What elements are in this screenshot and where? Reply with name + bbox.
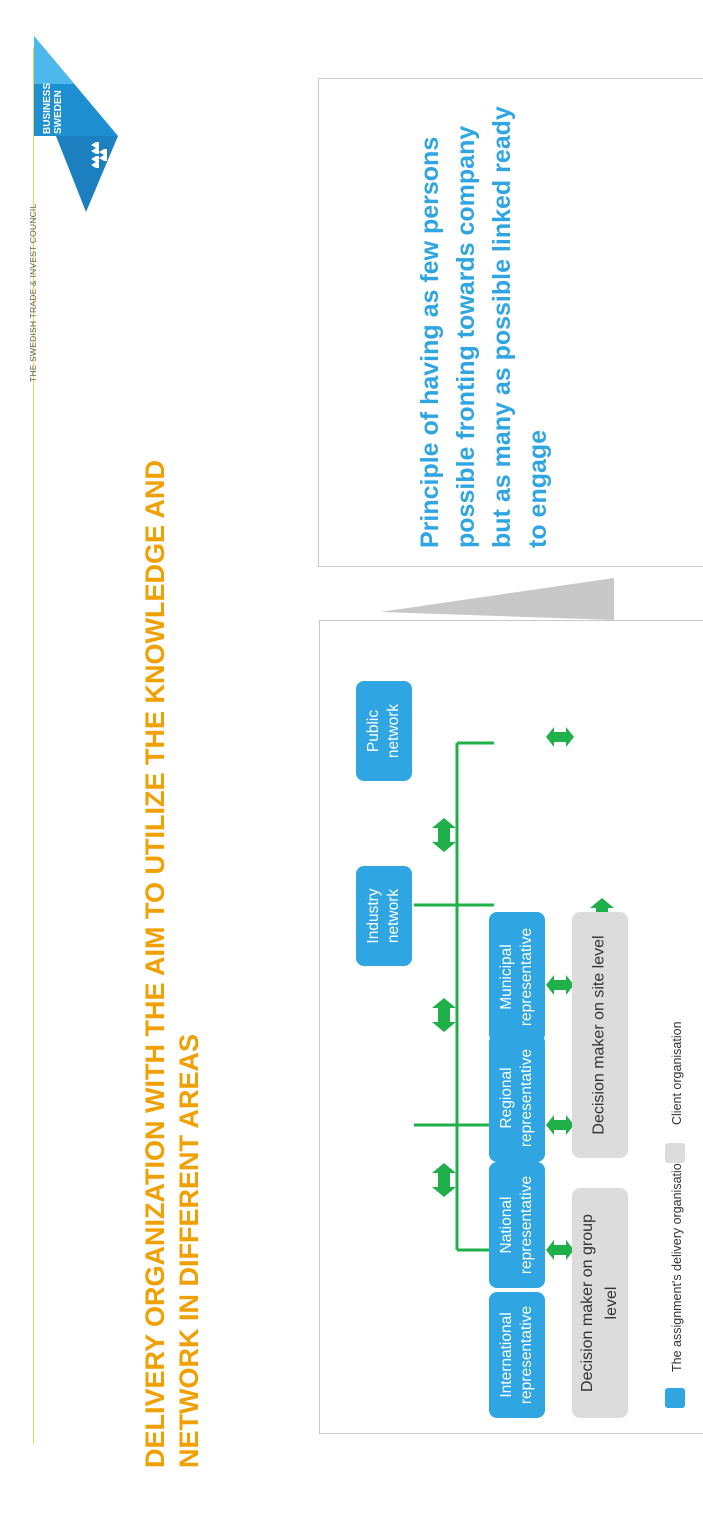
dm-line: level — [603, 1286, 620, 1320]
header-rule — [33, 48, 34, 1444]
public-network-label: Public network — [365, 703, 402, 759]
decision-maker-site-box: Decision maker on site level — [572, 912, 628, 1158]
legend-client-swatch — [665, 1143, 685, 1163]
regional-representative-box: Regional representative — [489, 1034, 545, 1162]
title-line-2: NETWORK IN DIFFERENT AREAS — [174, 1034, 204, 1468]
national-representative-label: National representative — [497, 1176, 537, 1274]
rep-line: International — [498, 1312, 516, 1398]
legend-client-label: Client organisation — [670, 1021, 684, 1125]
international-representative-box: International representative — [489, 1292, 545, 1418]
legend-delivery-swatch — [665, 1388, 685, 1408]
rep-line: representative — [518, 1175, 536, 1275]
rep-line: representative — [518, 1048, 536, 1148]
council-text: THE SWEDISH TRADE & INVEST COUNCIL — [28, 203, 38, 382]
principle-text: Principle of having as few persons possi… — [416, 106, 552, 548]
crown-icon — [91, 142, 107, 168]
decision-maker-site-label: Decision maker on site level — [591, 935, 609, 1135]
industry-network-label: Industry network — [365, 888, 402, 944]
municipal-representative-label: Municipal representative — [497, 928, 537, 1026]
business-sweden-logo: BUSINESS SWEDEN — [34, 36, 118, 212]
rep-line: Municipal — [498, 944, 516, 1010]
international-representative-label: International representative — [497, 1306, 537, 1404]
principle-box — [318, 78, 703, 567]
title-line-1: DELIVERY ORGANIZATION WITH THE AIM TO UT… — [140, 460, 170, 1468]
national-representative-box: National representative — [489, 1162, 545, 1288]
decision-maker-group-label: Decision maker on group level — [576, 1214, 624, 1392]
rep-line: representative — [518, 927, 536, 1027]
up-arrow-triangle — [380, 578, 614, 620]
svg-text:BUSINESS: BUSINESS — [42, 83, 53, 134]
rep-line: National — [498, 1196, 516, 1254]
legend-delivery-label: The assignment's delivery organisation — [670, 1156, 684, 1372]
municipal-representative-box: Municipal representative — [489, 912, 545, 1042]
regional-representative-label: Regional representative — [497, 1049, 537, 1147]
dm-line: Decision maker on group — [579, 1214, 596, 1392]
industry-network-box: Industry network — [356, 866, 412, 966]
rep-line: representative — [518, 1305, 536, 1405]
connector-lines — [414, 727, 614, 1260]
logo-graphic: BUSINESS SWEDEN — [34, 36, 118, 212]
page-title: DELIVERY ORGANIZATION WITH THE AIM TO UT… — [138, 168, 206, 1468]
public-network-box: Public network — [356, 681, 412, 781]
rep-line: Regional — [498, 1067, 516, 1129]
decision-maker-group-box: Decision maker on group level — [572, 1188, 628, 1418]
svg-text:SWEDEN: SWEDEN — [53, 90, 64, 134]
